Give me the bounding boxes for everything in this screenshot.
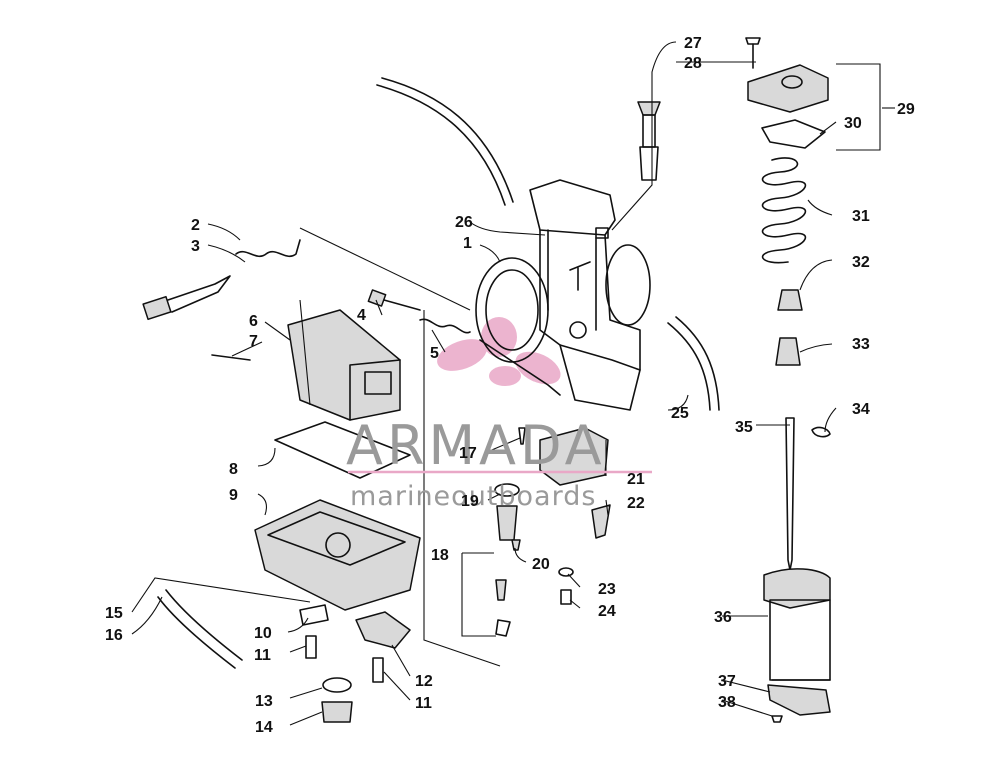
callout-36: 36 — [714, 609, 732, 626]
callout-34: 34 — [852, 401, 870, 418]
callout-18: 18 — [431, 547, 449, 564]
float-valve — [495, 579, 511, 637]
callout-38: 38 — [718, 694, 736, 711]
callout-30: 30 — [844, 115, 862, 132]
cable-adjuster — [637, 101, 661, 181]
callout-27: 27 — [684, 35, 702, 52]
callout-8: 8 — [229, 461, 238, 478]
choke-plunger — [591, 504, 611, 539]
callout-23: 23 — [598, 581, 616, 598]
pilot-air-screw — [367, 289, 471, 334]
callout-35: 35 — [735, 419, 753, 436]
callout-4: 4 — [357, 307, 366, 324]
callout-labels: 1 2 3 4 5 6 7 8 9 10 11 11 12 13 14 15 1… — [105, 35, 915, 736]
jet-needle — [785, 417, 795, 571]
throttle-spring — [761, 157, 807, 264]
watermark: ARMADA marineoutboards — [346, 414, 652, 512]
callout-26: 26 — [455, 214, 473, 231]
callout-1: 1 — [463, 235, 472, 252]
spring-seat — [777, 289, 803, 311]
leader-lines — [131, 41, 895, 726]
top-cap-screw — [745, 37, 761, 69]
callout-14: 14 — [255, 719, 273, 736]
float-bowl-gasket — [274, 421, 411, 479]
callout-11b: 11 — [415, 695, 432, 712]
callout-19: 19 — [461, 493, 479, 510]
callout-11a: 11 — [254, 647, 271, 664]
callout-28: 28 — [684, 55, 702, 72]
callout-29: 29 — [897, 101, 915, 118]
callout-9: 9 — [229, 487, 238, 504]
callout-7: 7 — [249, 333, 258, 350]
watermark-tagline: marineoutboards — [350, 481, 596, 512]
bowl-screw-left — [305, 635, 317, 659]
callout-6: 6 — [249, 313, 258, 330]
callout-21: 21 — [627, 471, 645, 488]
callout-10: 10 — [254, 625, 272, 642]
throttle-stop-screw — [142, 239, 301, 321]
callout-31: 31 — [852, 208, 870, 225]
callout-33: 33 — [852, 336, 870, 353]
top-cap-gasket — [761, 119, 826, 149]
drain-plug — [321, 701, 353, 723]
callout-15: 15 — [105, 605, 123, 622]
drain-hose-left — [157, 589, 243, 669]
carburetor-body — [475, 179, 651, 411]
bowl-bracket — [299, 604, 329, 626]
callout-17: 17 — [459, 445, 477, 462]
callout-22: 22 — [627, 495, 645, 512]
main-jet-screw — [518, 427, 526, 445]
top-cap — [747, 64, 829, 113]
jet-holder-oring — [494, 483, 520, 497]
needle-e-clip — [811, 426, 831, 438]
needle-clip-retainer — [775, 337, 801, 366]
throttle-slide — [763, 568, 831, 681]
float-assembly — [287, 309, 401, 421]
callout-32: 32 — [852, 254, 870, 271]
callout-12: 12 — [415, 673, 433, 690]
callout-5: 5 — [430, 345, 439, 362]
callout-24: 24 — [598, 603, 616, 620]
callout-25: 25 — [671, 405, 689, 422]
slide-screw — [771, 715, 783, 723]
vent-hose-top — [376, 77, 514, 206]
float-bowl — [254, 499, 421, 611]
bowl-plate — [355, 611, 411, 649]
watermark-brand: ARMADA — [346, 414, 606, 477]
callout-2: 2 — [191, 217, 200, 234]
callout-37: 37 — [718, 673, 736, 690]
jet-bolt — [560, 589, 572, 605]
callout-3: 3 — [191, 238, 200, 255]
callout-20: 20 — [532, 556, 550, 573]
drain-plug-washer — [322, 677, 352, 693]
pilot-jet-small — [511, 539, 521, 551]
vent-hose-right — [667, 316, 720, 411]
slide-plate — [767, 684, 831, 716]
callout-16: 16 — [105, 627, 123, 644]
float-pin — [211, 354, 251, 361]
jet-washer — [558, 567, 574, 577]
bowl-screw-right — [372, 657, 384, 683]
callout-13: 13 — [255, 693, 273, 710]
